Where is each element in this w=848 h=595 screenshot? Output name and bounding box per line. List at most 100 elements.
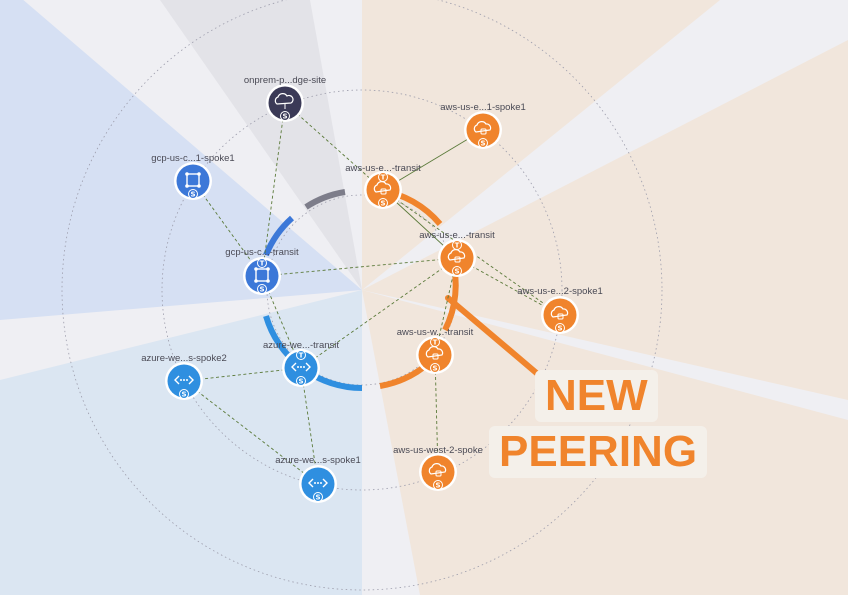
spoke-badge (555, 323, 565, 333)
node-circle (466, 113, 500, 147)
lock-icon (380, 188, 387, 195)
node-label: gcp-us-c...1-spoke1 (151, 153, 234, 164)
azure-vnet-icon (308, 478, 328, 488)
spoke-badge (452, 266, 462, 276)
lock-icon (432, 353, 439, 360)
azure-dot (297, 366, 299, 368)
spoke-badge-text: S (557, 325, 562, 333)
transit-badge-text: T (433, 339, 438, 347)
node-label: azure-we...s-spoke1 (275, 455, 361, 466)
spoke-badge (296, 376, 306, 386)
transit-badge (430, 337, 440, 347)
node-label: onprem-p...dge-site (244, 75, 326, 86)
onprem-arc (304, 189, 346, 210)
gcp-node-dot (254, 279, 258, 283)
spoke-badge-text: S (435, 482, 440, 490)
node-label: aws-us-west-2-spoke (393, 445, 483, 456)
spoke-badge-text: S (480, 140, 485, 148)
spoke-badge (280, 111, 290, 121)
aws-cloud-icon (428, 463, 447, 475)
onprem-sector (160, 0, 362, 290)
lock-icon (454, 256, 461, 263)
node-label: aws-us-e...-transit (419, 230, 495, 241)
transit-badge-text: T (260, 260, 265, 268)
spoke-badge-text: S (432, 365, 437, 373)
azure-dot (300, 366, 302, 368)
spoke-badge-text: S (190, 191, 195, 199)
azure-sector (0, 290, 362, 595)
spoke-badge (188, 189, 198, 199)
node-label: gcp-us-c...-transit (225, 247, 299, 258)
transit-badge (378, 172, 388, 182)
node-label: azure-we...s-spoke2 (141, 353, 227, 364)
spoke-badge (478, 138, 488, 148)
node-circle (245, 259, 279, 293)
ring-outer (61, 0, 663, 591)
spoke-badge-text: S (380, 200, 385, 208)
spoke-badge (313, 492, 323, 502)
node-circle (421, 455, 455, 489)
ring-middle (161, 89, 563, 491)
gcp-arc (263, 215, 295, 257)
aws-cloud-icon (473, 121, 492, 133)
node-circle (418, 338, 452, 372)
gcp-node-dot (185, 172, 189, 176)
spoke-badge-text: S (259, 286, 264, 294)
transit-badge (296, 350, 306, 360)
spoke-badge (179, 389, 189, 399)
gcp-node-dot (266, 267, 270, 271)
transit-badge (257, 258, 267, 268)
azure-dot (183, 379, 185, 381)
spoke-badge (430, 363, 440, 373)
lock-icon (480, 128, 487, 135)
link-azure-spoke2-azure-spoke1 (183, 380, 319, 485)
spoke-badge-text: S (298, 378, 303, 386)
spoke-badge (378, 198, 388, 208)
azure-dot (186, 379, 188, 381)
gcp-node-dot (197, 172, 201, 176)
node-circle (543, 298, 577, 332)
transit-badge-text: T (455, 242, 460, 250)
spoke-badge-text: S (181, 391, 186, 399)
node-label: aws-us-e...2-spoke1 (517, 286, 603, 297)
node-label: azure-we...-transit (263, 340, 339, 351)
gcp-node-dot (185, 184, 189, 188)
gcp-hex-icon (255, 268, 269, 282)
azure-dot (320, 482, 322, 484)
node-label: aws-us-e...-transit (345, 163, 421, 174)
azure-vnet-icon (174, 375, 194, 385)
gcp-node-dot (254, 267, 258, 271)
azure-vnet-icon (291, 362, 311, 372)
node-circle (366, 173, 400, 207)
aws-sector-east (362, 40, 848, 400)
node-circle (440, 241, 474, 275)
link-onprem-edge-gcp-transit (261, 102, 286, 277)
cloud-network-icon (274, 93, 294, 105)
azure-dot (317, 482, 319, 484)
aws-sector-north (362, 0, 720, 290)
nodes: Sonprem-p...dge-siteSaws-us-e...1-spoke1… (141, 75, 603, 503)
spoke-badge-text: S (282, 113, 287, 121)
azure-dot (314, 482, 316, 484)
transit-badge (452, 240, 462, 250)
node-label: aws-us-w...-transit (397, 327, 474, 338)
node-circle (176, 164, 210, 198)
transit-badge-text: T (299, 352, 304, 360)
link-aws-transit-2-azure-transit (300, 257, 458, 369)
spoke-badge-text: S (454, 268, 459, 276)
aws-cloud-icon (550, 306, 569, 318)
